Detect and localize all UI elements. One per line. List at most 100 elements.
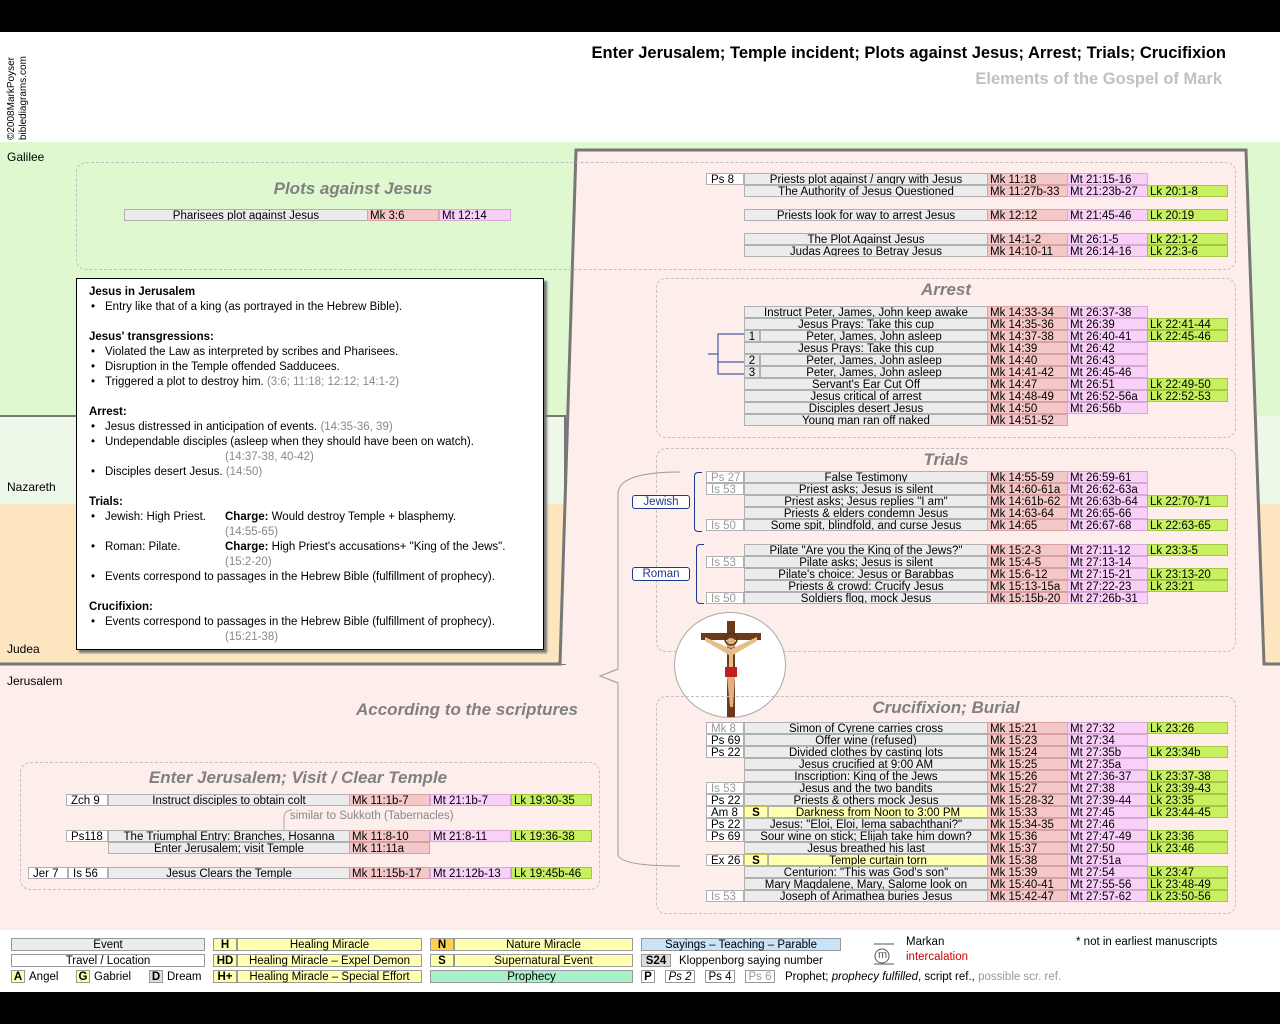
matthew-ref[interactable]: Mt 26:63b-64 — [1067, 495, 1148, 507]
ot-ref[interactable]: Mk 8 — [706, 722, 744, 734]
mark-ref[interactable]: Mk 14:33-34 — [987, 306, 1068, 318]
matthew-ref[interactable]: Mt 27:51a — [1067, 854, 1148, 866]
ot-ref[interactable]: Ps 69 — [706, 830, 744, 842]
luke-ref[interactable]: Lk 23:36 — [1147, 830, 1228, 842]
luke-ref[interactable]: Lk 23:37-38 — [1147, 770, 1228, 782]
mark-ref[interactable]: Mk 14:55-59 — [987, 471, 1068, 483]
mark-ref[interactable]: Mk 15:15b-20 — [987, 592, 1068, 604]
luke-ref[interactable]: Lk 23:13-20 — [1147, 568, 1228, 580]
mark-ref[interactable]: Mk 11:1b-7 — [349, 794, 430, 806]
mark-ref[interactable]: Mk 11:11a — [349, 842, 430, 854]
mark-ref[interactable]: Mk 14:47 — [987, 378, 1068, 390]
mark-ref[interactable]: Mk 15:37 — [987, 842, 1068, 854]
mark-ref[interactable]: Mk 15:27 — [987, 782, 1068, 794]
ot-ref[interactable]: Is 53 — [706, 483, 744, 495]
luke-ref[interactable]: Lk 23:3-5 — [1147, 544, 1228, 556]
matthew-ref[interactable]: Mt 27:35b — [1067, 746, 1148, 758]
matthew-ref[interactable]: Mt 26:52-56a — [1067, 390, 1148, 402]
ot-ref[interactable]: Ps 69 — [706, 734, 744, 746]
matthew-ref[interactable]: Mt 27:15-21 — [1067, 568, 1148, 580]
mark-ref[interactable]: Mk 14:39 — [987, 342, 1068, 354]
pharisees-mt[interactable]: Mt 12:14 — [439, 209, 511, 221]
matthew-ref[interactable]: Mt 27:11-12 — [1067, 544, 1148, 556]
mark-ref[interactable]: Mk 15:6-12 — [987, 568, 1068, 580]
mark-ref[interactable]: Mk 11:8-10 — [349, 830, 430, 842]
matthew-ref[interactable]: Mt 21:1b-7 — [430, 794, 511, 806]
mark-ref[interactable]: Mk 14:41-42 — [987, 366, 1068, 378]
matthew-ref[interactable]: Mt 26:40-41 — [1067, 330, 1148, 342]
luke-ref[interactable]: Lk 23:46 — [1147, 842, 1228, 854]
matthew-ref[interactable]: Mt 21:12b-13 — [430, 867, 511, 879]
luke-ref[interactable]: Lk 23:35 — [1147, 794, 1228, 806]
pharisees-mk[interactable]: Mk 3:6 — [367, 209, 439, 221]
matthew-ref[interactable]: Mt 27:34 — [1067, 734, 1148, 746]
matthew-ref[interactable]: Mt 26:43 — [1067, 354, 1148, 366]
ot-ref[interactable]: Ps 22 — [706, 818, 744, 830]
matthew-ref[interactable]: Mt 27:50 — [1067, 842, 1148, 854]
mark-ref[interactable]: Mk 14:50 — [987, 402, 1068, 414]
ot-ref[interactable]: Am 8 — [706, 806, 744, 818]
mark-ref[interactable]: Mk 15:26 — [987, 770, 1068, 782]
ot-ref[interactable]: Is 53 — [706, 890, 744, 902]
luke-ref[interactable]: Lk 20:19 — [1147, 209, 1228, 221]
matthew-ref[interactable]: Mt 27:22-23 — [1067, 580, 1148, 592]
mark-ref[interactable]: Mk 15:24 — [987, 746, 1068, 758]
mark-ref[interactable]: Mk 15:13-15a — [987, 580, 1068, 592]
matthew-ref[interactable]: Mt 21:8-11 — [430, 830, 511, 842]
luke-ref[interactable]: Lk 19:45b-46 — [511, 867, 592, 879]
matthew-ref[interactable]: Mt 26:59-61 — [1067, 471, 1148, 483]
luke-ref[interactable]: Lk 23:48-49 — [1147, 878, 1228, 890]
ot-ref[interactable]: Zch 9 — [66, 794, 108, 806]
matthew-ref[interactable]: Mt 27:47-49 — [1067, 830, 1148, 842]
mark-ref[interactable]: Mk 15:33 — [987, 806, 1068, 818]
matthew-ref[interactable]: Mt 27:54 — [1067, 866, 1148, 878]
ot-ref[interactable]: Is 53 — [706, 782, 744, 794]
matthew-ref[interactable]: Mt 27:26b-31 — [1067, 592, 1148, 604]
luke-ref[interactable]: Lk 23:34b — [1147, 746, 1228, 758]
ot-ref[interactable]: Is 50 — [706, 519, 744, 531]
matthew-ref[interactable]: Mt 27:39-44 — [1067, 794, 1148, 806]
ot-ref[interactable]: Is 53 — [706, 556, 744, 568]
luke-ref[interactable]: Lk 22:45-46 — [1147, 330, 1228, 342]
luke-ref[interactable]: Lk 23:47 — [1147, 866, 1228, 878]
mark-ref[interactable]: Mk 14:51-52 — [987, 414, 1068, 426]
matthew-ref[interactable]: Mt 27:46 — [1067, 818, 1148, 830]
ot-ref[interactable]: Jer 7 — [28, 867, 68, 879]
mark-ref[interactable]: Mk 11:15b-17 — [349, 867, 430, 879]
matthew-ref[interactable]: Mt 26:56b — [1067, 402, 1148, 414]
luke-ref[interactable]: Lk 22:1-2 — [1147, 233, 1228, 245]
matthew-ref[interactable]: Mt 21:45-46 — [1067, 209, 1148, 221]
matthew-ref[interactable]: Mt 26:37-38 — [1067, 306, 1148, 318]
mark-ref[interactable]: Mk 14:65 — [987, 519, 1068, 531]
ot-ref[interactable]: Ps 8 — [706, 173, 744, 185]
mark-ref[interactable]: Mk 11:18 — [987, 173, 1068, 185]
ot-ref[interactable]: Is 56 — [68, 867, 108, 879]
matthew-ref[interactable]: Mt 26:14-16 — [1067, 245, 1148, 257]
luke-ref[interactable]: Lk 20:1-8 — [1147, 185, 1228, 197]
mark-ref[interactable]: Mk 15:36 — [987, 830, 1068, 842]
mark-ref[interactable]: Mk 14:35-36 — [987, 318, 1068, 330]
mark-ref[interactable]: Mk 15:34-35 — [987, 818, 1068, 830]
ot-ref[interactable]: Ps 22 — [706, 794, 744, 806]
mark-ref[interactable]: Mk 15:2-3 — [987, 544, 1068, 556]
luke-ref[interactable]: Lk 22:63-65 — [1147, 519, 1228, 531]
matthew-ref[interactable]: Mt 26:65-66 — [1067, 507, 1148, 519]
luke-ref[interactable]: Lk 23:21 — [1147, 580, 1228, 592]
luke-ref[interactable]: Lk 23:44-45 — [1147, 806, 1228, 818]
matthew-ref[interactable]: Mt 27:57-62 — [1067, 890, 1148, 902]
matthew-ref[interactable]: Mt 27:45 — [1067, 806, 1148, 818]
mark-ref[interactable]: Mk 14:61b-62 — [987, 495, 1068, 507]
luke-ref[interactable]: Lk 23:26 — [1147, 722, 1228, 734]
matthew-ref[interactable]: Mt 21:15-16 — [1067, 173, 1148, 185]
mark-ref[interactable]: Mk 11:27b-33 — [987, 185, 1068, 197]
ot-ref[interactable]: Is 50 — [706, 592, 744, 604]
mark-ref[interactable]: Mk 15:39 — [987, 866, 1068, 878]
mark-ref[interactable]: Mk 14:1-2 — [987, 233, 1068, 245]
site-text[interactable]: biblediagrams.com — [18, 56, 29, 140]
matthew-ref[interactable]: Mt 26:45-46 — [1067, 366, 1148, 378]
matthew-ref[interactable]: Mt 26:51 — [1067, 378, 1148, 390]
luke-ref[interactable]: Lk 23:50-56 — [1147, 890, 1228, 902]
luke-ref[interactable]: Lk 19:30-35 — [511, 794, 592, 806]
ot-ref[interactable]: Ps118 — [66, 830, 108, 842]
luke-ref[interactable]: Lk 23:39-43 — [1147, 782, 1228, 794]
